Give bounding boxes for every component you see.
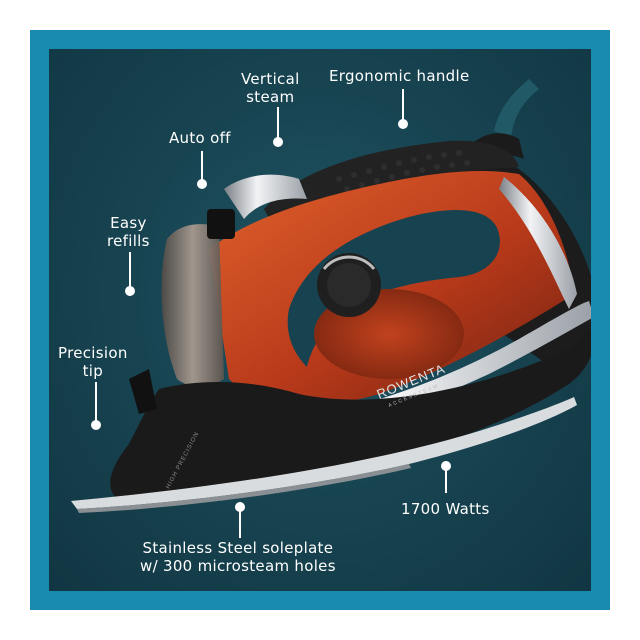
dial-knob[interactable] (327, 263, 371, 307)
handle-opening (287, 210, 500, 367)
callout-soleplate: Stainless Steel soleplate w/ 300 microst… (140, 539, 336, 575)
lower-shell (110, 327, 591, 501)
callout-precision-tip-line2: tip (82, 362, 104, 380)
steam-iron-image: ROWENTA ACCESSTEAM HIGH PRECISION (71, 79, 591, 513)
callout-precision-tip-line1: Precision (58, 344, 128, 362)
callout-easy-refills: Easy refills (107, 214, 150, 250)
soleplate (71, 397, 577, 509)
callout-vertical-steam: Vertical steam (241, 70, 300, 106)
callout-vertical-steam-line2: steam (246, 88, 295, 106)
callout-soleplate-line2: w/ 300 microsteam holes (140, 557, 336, 575)
soleplate-edge (77, 464, 411, 513)
callout-watts: 1700 Watts (401, 500, 490, 518)
precision-tip (129, 369, 157, 414)
handle-grip (264, 140, 519, 227)
water-tank (161, 224, 224, 387)
callout-precision-tip: Precision tip (58, 344, 128, 380)
steam-button[interactable] (224, 174, 307, 219)
product-panel: ROWENTA ACCESSTEAM HIGH PRECISION Vertic… (49, 49, 591, 591)
callout-easy-refills-line1: Easy (110, 214, 147, 232)
dial-scale (322, 255, 376, 270)
callout-auto-off: Auto off (169, 129, 231, 147)
power-cord (494, 79, 539, 137)
chrome-band (499, 177, 577, 309)
refill-door[interactable] (207, 209, 235, 239)
callout-vertical-steam-line1: Vertical (241, 70, 300, 88)
handle-texture (336, 150, 470, 192)
callout-easy-refills-line2: refills (107, 232, 150, 250)
callout-ergonomic-handle: Ergonomic handle (329, 67, 470, 85)
callout-soleplate-line1: Stainless Steel soleplate (142, 539, 334, 557)
